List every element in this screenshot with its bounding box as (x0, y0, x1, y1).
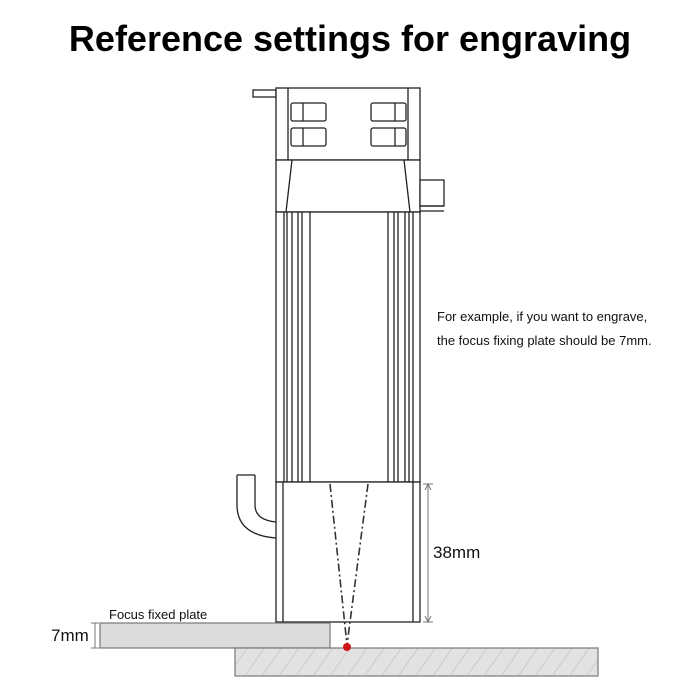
label-7mm: 7mm (51, 626, 89, 645)
mount-tab (252, 89, 277, 98)
note-line-2: the focus fixing plate should be 7mm. (437, 333, 652, 348)
lens-section (275, 481, 421, 623)
focus-fixed-plate (99, 622, 331, 649)
dimension-38mm (423, 482, 433, 624)
diagram-title: Reference settings for engraving (68, 18, 632, 59)
laser-beam (329, 483, 369, 646)
laser-module (236, 87, 445, 623)
heatsink-section (275, 211, 421, 483)
heatsink-fins (283, 212, 414, 482)
cable (236, 474, 277, 539)
focus-point (343, 643, 351, 651)
vent-slots (290, 102, 407, 147)
note-line-1: For example, if you want to engrave, (437, 309, 648, 324)
module-taper-section (275, 159, 421, 213)
label-38mm: 38mm (433, 543, 481, 562)
module-top-section (275, 87, 421, 161)
connector (419, 179, 445, 207)
work-surface (234, 647, 599, 677)
label-focus-fixed-plate: Focus fixed plate (109, 607, 208, 622)
dimension-7mm (91, 622, 99, 649)
